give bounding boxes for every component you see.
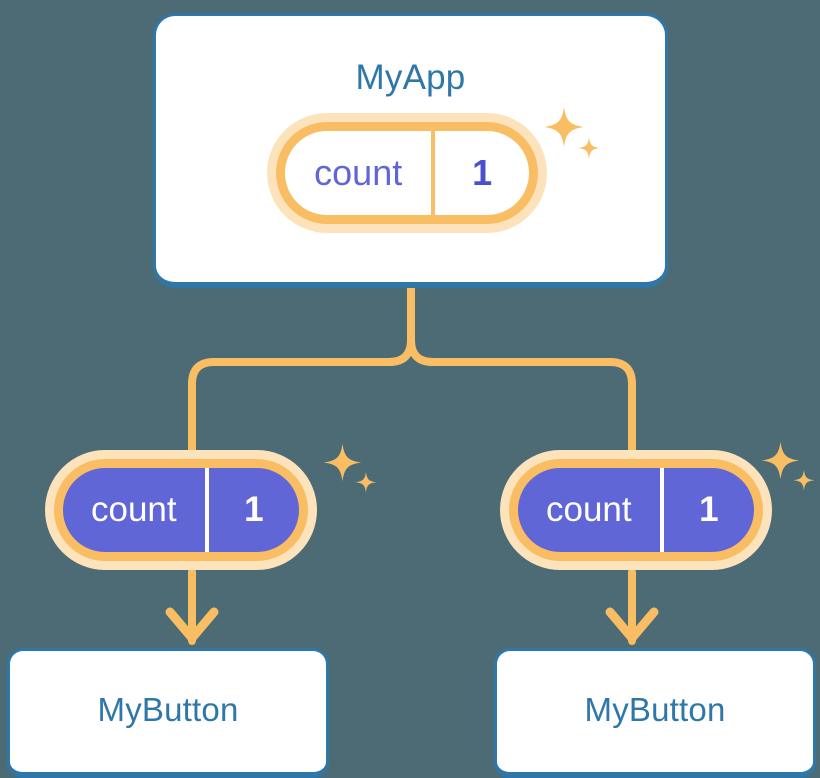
sparkle-icon-right xyxy=(761,441,815,491)
component-card-mybutton-right[interactable]: MyButton xyxy=(494,648,816,778)
arrow-head-right-icon xyxy=(605,607,659,643)
connector-branch-path xyxy=(188,283,636,459)
state-value-label: 1 xyxy=(659,468,754,552)
component-title-mybutton-right: MyButton xyxy=(584,691,726,728)
state-pill-myapp[interactable]: count 1 xyxy=(276,122,538,224)
state-key-label: count xyxy=(314,152,403,193)
component-card-mybutton-left[interactable]: MyButton xyxy=(7,648,329,778)
sparkle-icon-left xyxy=(323,443,377,493)
component-title-mybutton-left: MyButton xyxy=(97,691,239,728)
state-key-label: count xyxy=(90,490,177,529)
state-key-label: count xyxy=(545,490,632,529)
state-value-label: 1 xyxy=(431,131,529,215)
state-pill-right[interactable]: count 1 xyxy=(509,459,763,561)
state-pill-left[interactable]: count 1 xyxy=(54,459,308,561)
component-title-myapp: MyApp xyxy=(355,58,466,97)
arrow-head-left-icon xyxy=(165,607,219,643)
state-value-label: 1 xyxy=(204,468,299,552)
